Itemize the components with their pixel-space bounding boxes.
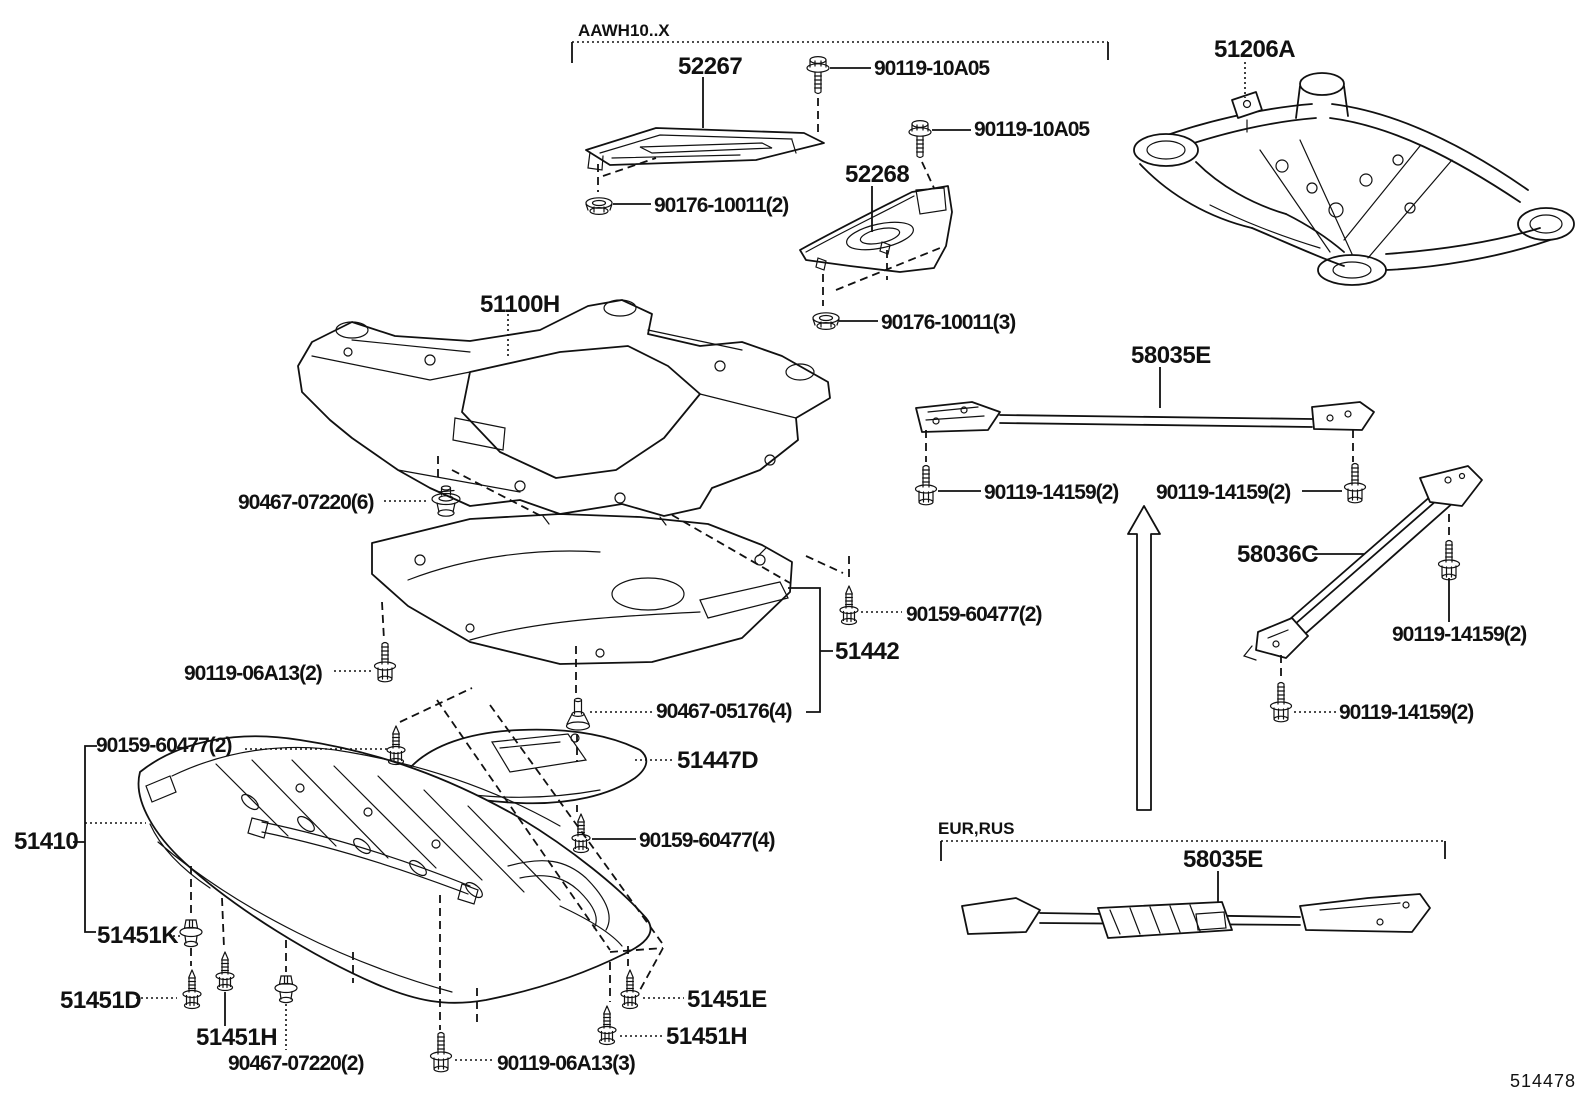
part-52267-drawing	[585, 127, 825, 171]
callout-51410[interactable]: 51410	[14, 828, 79, 855]
callout-58036C[interactable]: 58036C	[1237, 541, 1319, 568]
stud-bolt-icon	[373, 641, 397, 683]
part-52268-drawing	[799, 185, 953, 273]
part-51447D-cover-plate-drawing	[396, 728, 648, 805]
stud-bolt-icon	[1437, 539, 1461, 581]
tapping-screw-icon	[215, 951, 235, 992]
variant-note-aawh: AAWH10..X	[578, 21, 670, 40]
variant-note-eur-rus: EUR,RUS	[938, 819, 1015, 838]
callout-51451E[interactable]: 51451E	[687, 986, 768, 1013]
leader-lines-dotted	[85, 62, 1336, 1061]
slot-clip-icon	[179, 919, 203, 948]
stud-bolt-icon	[429, 1031, 453, 1073]
callout-90176-10011-2[interactable]: 90176-10011(2)	[654, 194, 789, 217]
callout-51451H-left[interactable]: 51451H	[196, 1024, 278, 1051]
tapping-screw-icon	[182, 969, 202, 1010]
callout-90159-60477-4[interactable]: 90159-60477(4)	[639, 829, 775, 852]
slot-clip-icon	[274, 975, 298, 1004]
part-51100H-front-crossmember-drawing	[297, 299, 831, 517]
tapping-screw-icon	[571, 813, 591, 854]
stud-bolt-icon	[914, 464, 938, 506]
callout-90119-06A13-2[interactable]: 90119-06A13(2)	[184, 662, 323, 685]
assembly-dashed-lines	[190, 98, 1450, 1030]
variant-up-arrow	[1127, 505, 1161, 811]
callout-90176-10011-3[interactable]: 90176-10011(3)	[881, 311, 1016, 334]
part-58035E-brace-drawing	[915, 401, 1375, 433]
callout-51206A[interactable]: 51206A	[1214, 36, 1296, 63]
flange-bolt-icon	[908, 119, 932, 159]
part-51410-front-under-cover-drawing	[137, 735, 652, 1004]
callout-90119-14159-b[interactable]: 90119-14159(2)	[1156, 481, 1291, 504]
callout-52268[interactable]: 52268	[845, 161, 910, 188]
stud-bolt-icon	[1343, 462, 1367, 504]
callout-90159-60477-2r[interactable]: 90159-60477(2)	[906, 603, 1042, 626]
callout-90159-60477-2l[interactable]: 90159-60477(2)	[96, 734, 232, 757]
callout-51442[interactable]: 51442	[835, 638, 900, 665]
callout-90467-05176-4[interactable]: 90467-05176(4)	[656, 700, 792, 723]
callout-51451D[interactable]: 51451D	[60, 987, 142, 1014]
tapping-screw-icon	[620, 969, 640, 1010]
flange-nut-icon	[812, 312, 840, 330]
tapping-screw-icon	[839, 585, 859, 626]
callout-58035E-eur-rus[interactable]: 58035E	[1183, 846, 1264, 873]
part-58035E-eur-rus-brace-drawing	[961, 893, 1431, 939]
callout-90467-07220-6[interactable]: 90467-07220(6)	[238, 491, 374, 514]
callout-90119-10A05-a[interactable]: 90119-10A05	[874, 57, 991, 80]
sheet-id: 514478	[1510, 1071, 1576, 1091]
stud-bolt-icon	[1269, 681, 1293, 723]
flange-nut-icon	[585, 197, 613, 215]
grommet-clip-icon	[565, 697, 591, 731]
callout-90119-06A13-3[interactable]: 90119-06A13(3)	[497, 1052, 636, 1075]
tapping-screw-icon	[386, 725, 406, 766]
callout-58035E-main[interactable]: 58035E	[1131, 342, 1212, 369]
tapping-screw-icon	[597, 1005, 617, 1046]
part-51206A-rear-crossmember-drawing	[1133, 72, 1575, 286]
variant-bracket-eur-rus	[940, 840, 1446, 861]
callout-90467-07220-2[interactable]: 90467-07220(2)	[228, 1052, 364, 1075]
callout-51447D[interactable]: 51447D	[677, 747, 759, 774]
callout-51451H-right[interactable]: 51451H	[666, 1023, 748, 1050]
callout-90119-14159-a[interactable]: 90119-14159(2)	[984, 481, 1119, 504]
callout-90119-14159-c[interactable]: 90119-14159(2)	[1392, 623, 1527, 646]
flange-bolt-icon	[806, 55, 830, 95]
part-58036C-brace-drawing	[1242, 465, 1483, 661]
callout-51451K[interactable]: 51451K	[97, 922, 180, 949]
variant-bracket-aawh	[571, 41, 1109, 63]
leader-lines-solid	[73, 67, 1450, 1026]
callout-52267[interactable]: 52267	[678, 53, 743, 80]
part-51442-engine-under-cover-drawing	[371, 513, 793, 665]
callout-51100H[interactable]: 51100H	[480, 291, 560, 318]
callout-90119-10A05-b[interactable]: 90119-10A05	[974, 118, 1091, 141]
callout-90119-14159-d[interactable]: 90119-14159(2)	[1339, 701, 1474, 724]
